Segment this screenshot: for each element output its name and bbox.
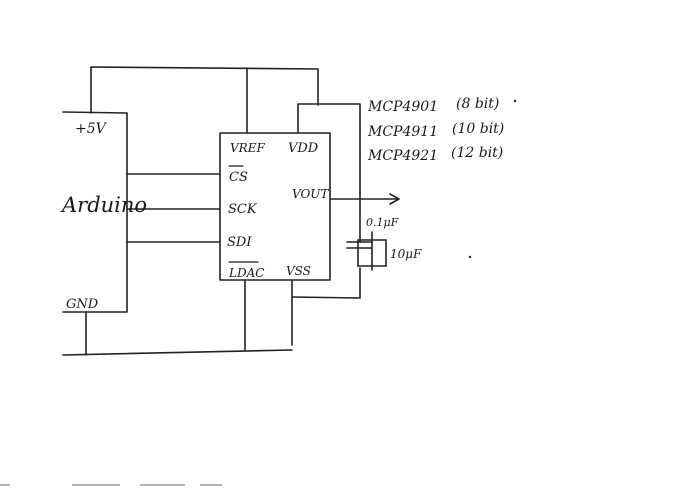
- variant-3-part: MCP4921: [367, 148, 438, 164]
- capacitor-small: [346, 241, 373, 249]
- variant-2-bits: (10 bit): [452, 121, 504, 137]
- arduino-5v-label: +5V: [75, 121, 108, 137]
- pin-ldac-label: LDAC: [228, 266, 264, 280]
- pin-sck-label: SCK: [228, 202, 258, 217]
- variant-3-bits: (12 bit): [451, 145, 503, 161]
- wire-ground-bus: [62, 349, 293, 356]
- dac-chip-outline: [219, 132, 331, 281]
- variant-2-part: MCP4911: [367, 124, 438, 140]
- wire-vss-cap: [291, 267, 361, 299]
- pin-vss-label: VSS: [286, 264, 311, 278]
- pin-cs-label: CS: [229, 170, 248, 185]
- vout-output-arrow: [329, 193, 400, 205]
- arduino-label: Arduino: [60, 193, 147, 217]
- arduino-outline: [62, 111, 128, 313]
- pen-dot: [513, 99, 517, 103]
- pin-vdd-label: VDD: [288, 141, 319, 156]
- capacitor-small-label: 0.1μF: [366, 216, 399, 229]
- pen-dot: [468, 255, 472, 259]
- capacitor-large-label: 10μF: [390, 247, 422, 261]
- wire-5v-rail: [90, 66, 319, 114]
- variant-1-bits: (8 bit): [456, 96, 499, 112]
- wire-vdd: [297, 103, 361, 243]
- capacitor-large: [357, 231, 387, 271]
- arduino-gnd-label: GND: [66, 297, 99, 312]
- variant-1-part: MCP4901: [367, 99, 438, 115]
- pin-vref-label: VREF: [230, 141, 265, 155]
- pin-vout-label: VOUT: [292, 187, 329, 201]
- pin-sdi-label: SDI: [227, 235, 252, 250]
